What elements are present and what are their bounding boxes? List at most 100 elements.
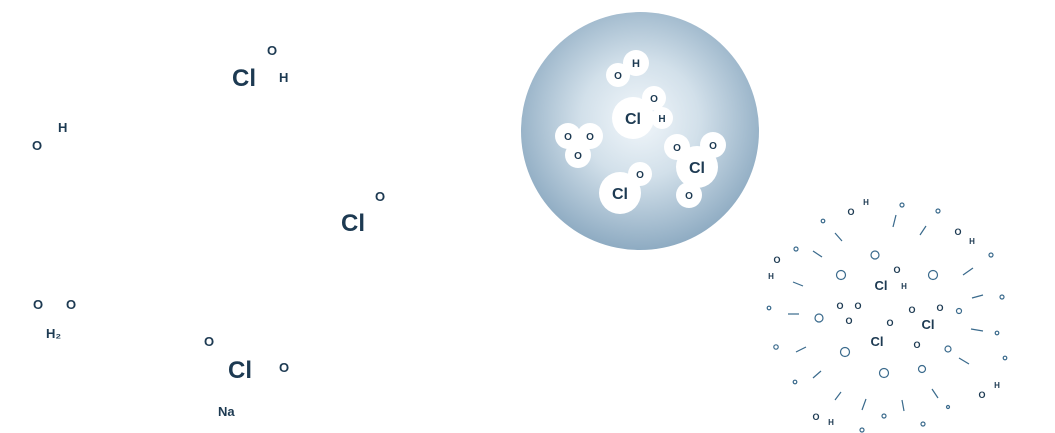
atom-h: H xyxy=(994,381,1000,390)
burst-dot xyxy=(899,202,905,208)
atom-circle xyxy=(577,123,603,149)
atom-o: O xyxy=(773,255,780,265)
atom-circle xyxy=(628,162,652,186)
sphere-molecule-hocl: Cl O H xyxy=(612,86,673,139)
burst-line xyxy=(834,232,843,242)
burst-dot xyxy=(870,250,880,260)
atom-o: O xyxy=(267,43,278,58)
burst-dot xyxy=(920,421,926,427)
atom-o: O xyxy=(936,303,943,313)
atom-h: H xyxy=(279,70,289,85)
burst-dot xyxy=(999,294,1005,300)
burst-line xyxy=(962,267,974,276)
atom-o: O xyxy=(574,151,582,162)
atom-circle xyxy=(623,50,649,76)
atom-o: O xyxy=(636,170,644,181)
burst-dot xyxy=(839,346,851,358)
burst-line xyxy=(970,328,984,332)
atom-o: O xyxy=(614,71,622,82)
burst-atoms: O H O H O H Cl O H O O O O Cl O Cl O O H… xyxy=(768,198,1000,427)
atom-h: H xyxy=(658,114,665,125)
burst-line xyxy=(958,357,970,365)
atom-h: H xyxy=(828,418,834,427)
atom-o: O xyxy=(893,265,900,275)
atom-circle xyxy=(664,134,690,160)
burst-line xyxy=(919,225,927,236)
sphere-molecule-chlorate: Cl O O O xyxy=(664,132,726,208)
burst-dot xyxy=(988,252,994,258)
atom-circle xyxy=(700,132,726,158)
atom-h2: H₂ xyxy=(46,326,62,341)
burst-circles xyxy=(766,202,1008,433)
burst-line xyxy=(971,294,984,299)
atom-cl: Cl xyxy=(689,160,705,177)
atom-cl: Cl xyxy=(625,111,641,128)
burst-dot xyxy=(773,344,779,350)
burst-dot xyxy=(927,269,939,281)
atom-circle xyxy=(676,182,702,208)
atom-cl: Cl xyxy=(341,210,365,237)
atom-o: O xyxy=(812,412,819,422)
atom-o: O xyxy=(564,132,572,143)
burst-line xyxy=(861,398,867,411)
atom-circle xyxy=(651,107,673,129)
burst-dot xyxy=(994,330,1000,336)
atom-o: O xyxy=(709,141,717,152)
atom-circle xyxy=(642,86,666,110)
atom-cl: Cl xyxy=(875,278,888,293)
burst-line xyxy=(812,250,823,258)
atom-o: O xyxy=(954,227,961,237)
atom-o: O xyxy=(375,189,386,204)
burst-line xyxy=(792,281,804,287)
burst-dot xyxy=(1002,355,1008,361)
burst-dot xyxy=(881,413,887,419)
sphere-molecule-ozone: O O O xyxy=(555,123,603,168)
burst-dot xyxy=(766,305,772,311)
burst-dot xyxy=(835,269,847,281)
atom-o: O xyxy=(33,297,44,312)
burst-dot xyxy=(820,218,826,224)
atom-circle xyxy=(599,172,641,214)
atom-h: H xyxy=(632,58,640,70)
burst-line xyxy=(901,399,905,412)
burst-dot xyxy=(935,208,941,214)
atom-o: O xyxy=(854,301,861,311)
atom-cl: Cl xyxy=(871,334,884,349)
burst-line xyxy=(931,388,939,399)
atom-o: O xyxy=(66,297,77,312)
sphere-molecule-oh: H O xyxy=(606,50,649,87)
atom-o: O xyxy=(836,301,843,311)
atom-o: O xyxy=(845,316,852,326)
atom-na: Na xyxy=(218,404,235,419)
burst-line xyxy=(834,391,842,401)
atom-h: H xyxy=(58,120,68,135)
atom-cl: Cl xyxy=(922,317,935,332)
burst-dot xyxy=(878,367,890,379)
burst-dot xyxy=(955,307,963,315)
burst-line xyxy=(795,346,807,353)
atom-circle xyxy=(612,97,654,139)
atom-h: H xyxy=(901,282,907,291)
burst-dot xyxy=(792,379,798,385)
atom-circle xyxy=(565,142,591,168)
burst-line xyxy=(892,214,897,228)
atom-o: O xyxy=(886,318,893,328)
burst-lines xyxy=(788,214,984,412)
atom-h: H xyxy=(969,237,975,246)
atom-h: H xyxy=(863,198,869,207)
burst-dot xyxy=(859,427,865,433)
atom-cl: Cl xyxy=(612,186,628,203)
atom-o: O xyxy=(913,340,920,350)
sphere-molecule-clo: Cl O xyxy=(599,162,652,214)
atom-cl: Cl xyxy=(228,357,252,384)
burst-dot xyxy=(814,313,824,323)
atom-o: O xyxy=(650,94,658,105)
atom-h: H xyxy=(768,272,774,281)
atom-o: O xyxy=(847,207,854,217)
atom-circle xyxy=(606,63,630,87)
atom-o: O xyxy=(908,305,915,315)
atom-o: O xyxy=(204,334,215,349)
